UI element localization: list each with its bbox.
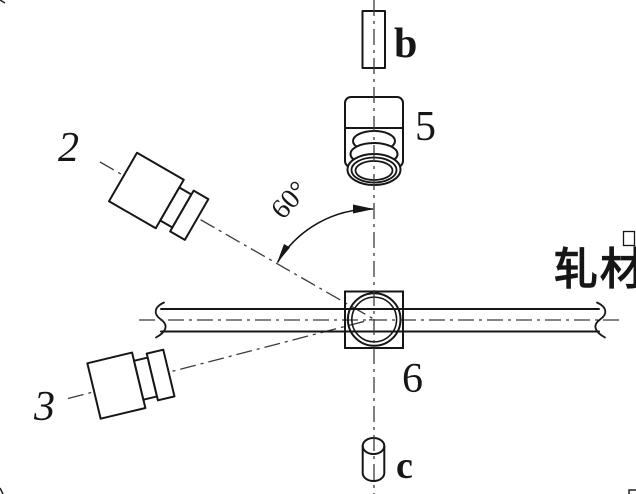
sensor-5-camera bbox=[344, 96, 404, 186]
camera-3 bbox=[86, 348, 176, 420]
label-guide-6: 6 bbox=[402, 356, 423, 402]
label-part-c: c bbox=[396, 445, 413, 487]
callout-superscript-box bbox=[622, 230, 636, 247]
label-camera-2: 2 bbox=[58, 125, 79, 171]
label-camera-3: 3 bbox=[33, 384, 55, 430]
angle-arrowhead-right bbox=[353, 204, 374, 214]
angle-arrowhead-left bbox=[277, 244, 290, 263]
angle-label: 60° bbox=[265, 175, 314, 225]
camera-2 bbox=[108, 151, 210, 241]
artifact-bottom-left bbox=[0, 487, 4, 494]
artifact-bottom-right bbox=[628, 489, 636, 494]
label-sensor-5: 5 bbox=[415, 104, 436, 150]
camera-2-lens bbox=[169, 189, 210, 241]
label-rolled-stock: 轧材 bbox=[554, 245, 636, 294]
part-c-shell bbox=[361, 445, 386, 482]
stock-break-right bbox=[594, 301, 607, 339]
label-part-b: b bbox=[394, 21, 417, 67]
artifact-top-left bbox=[0, 0, 6, 4]
angle-dimension: 60° bbox=[265, 175, 374, 263]
camera-3-lens bbox=[145, 348, 176, 402]
